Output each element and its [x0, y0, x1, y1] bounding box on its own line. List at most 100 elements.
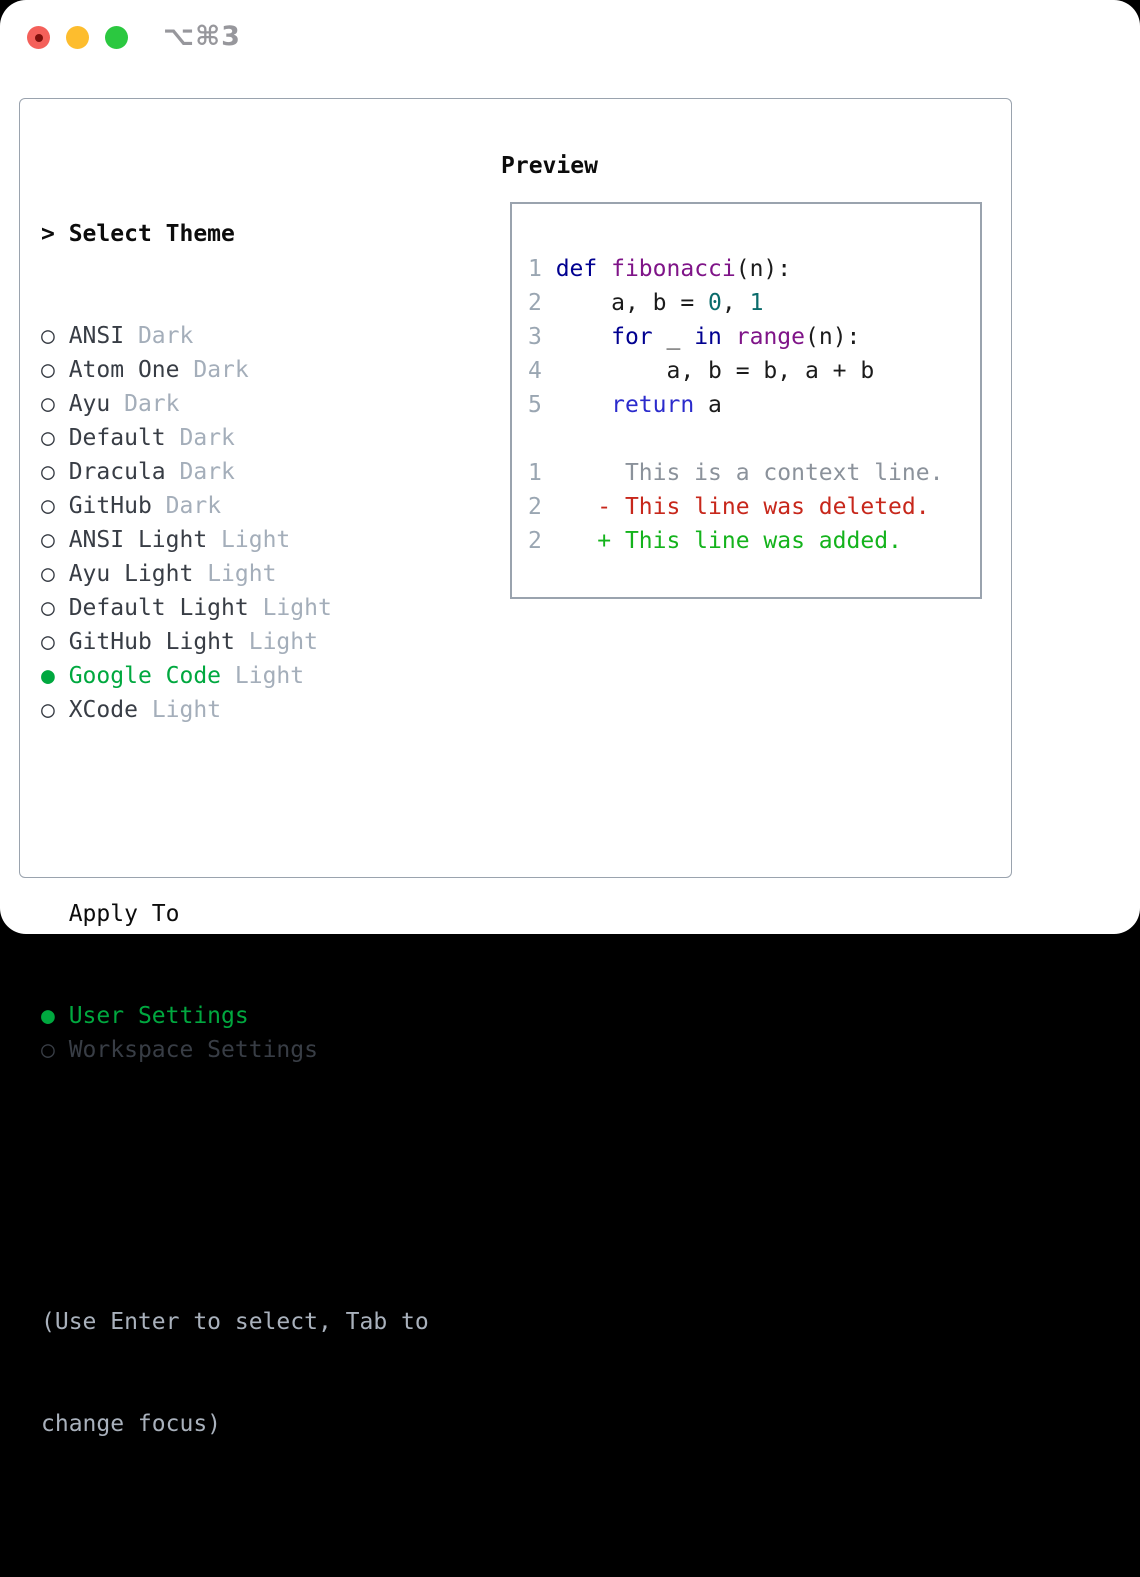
code-token: , [721, 290, 750, 316]
theme-variant-label: Dark [193, 357, 249, 383]
code-token: - This line was deleted. [597, 494, 930, 520]
radio-icon: ○ [41, 1037, 69, 1063]
radio-icon: ○ [41, 697, 69, 723]
theme-name: Atom One [68, 357, 180, 383]
code-token: a, b = [541, 290, 709, 316]
code-token: 0 [708, 290, 722, 316]
radio-icon: ○ [41, 357, 69, 383]
hint-text: (Use Enter to select, Tab to change focu… [41, 1237, 429, 1509]
app-window: ⌥⌘3 > Select Theme ○ ANSI Dark○ Atom One… [0, 0, 1140, 1437]
window-title: ⌥⌘3 [163, 21, 241, 52]
close-button[interactable] [27, 26, 50, 49]
theme-option-google-code[interactable]: ● Google Code Light [41, 659, 429, 693]
code-token: _ [652, 324, 695, 350]
code-token [722, 324, 736, 350]
radio-icon: ○ [41, 391, 69, 417]
line-number: 2 [528, 290, 542, 316]
radio-icon: ○ [41, 595, 69, 621]
theme-option-ayu[interactable]: ○ Ayu Dark [41, 387, 429, 421]
line-number: 1 [528, 460, 542, 486]
theme-name: Ayu [68, 391, 111, 417]
theme-option-github-light[interactable]: ○ GitHub Light Light [41, 625, 429, 659]
minimize-button[interactable] [66, 26, 89, 49]
theme-variant-label: Light [221, 527, 291, 553]
code-token: in [694, 324, 722, 350]
line-number: 3 [528, 324, 542, 350]
theme-name: Dracula [68, 459, 166, 485]
theme-option-ansi[interactable]: ○ ANSI Dark [41, 319, 429, 353]
apply-option-name: Workspace Settings [68, 1037, 318, 1063]
radio-icon: ○ [41, 561, 69, 587]
theme-variant-label: Dark [165, 493, 222, 519]
theme-list-column: > Select Theme ○ ANSI Dark○ Atom One Dar… [41, 149, 429, 1577]
radio-icon: ○ [41, 527, 69, 553]
theme-name: GitHub Light [68, 629, 235, 655]
line-number: 5 [528, 392, 542, 418]
prompt-icon: > [41, 221, 69, 247]
code-token [542, 392, 611, 418]
theme-option-default[interactable]: ○ Default Dark [41, 421, 429, 455]
code-token [542, 528, 597, 554]
line-number: 1 [528, 256, 556, 282]
titlebar: ⌥⌘3 [0, 0, 1140, 72]
theme-name: Google Code [68, 663, 222, 689]
theme-option-atom-one[interactable]: ○ Atom One Dark [41, 353, 429, 387]
theme-variant-label: Dark [179, 425, 235, 451]
select-theme-title: Select Theme [68, 221, 235, 247]
radio-icon: ○ [41, 493, 69, 519]
theme-option-github[interactable]: ○ GitHub Dark [41, 489, 429, 523]
theme-list: ○ ANSI Dark○ Atom One Dark○ Ayu Dark○ De… [41, 319, 429, 727]
code-token: a [694, 392, 722, 418]
theme-option-dracula[interactable]: ○ Dracula Dark [41, 455, 429, 489]
code-token: 1 [749, 290, 764, 316]
radio-selected-icon: ● [41, 1003, 69, 1029]
radio-icon: ○ [41, 459, 69, 485]
theme-variant-label: Light [234, 663, 305, 689]
apply-option-workspace-settings[interactable]: ○ Workspace Settings [41, 1033, 429, 1067]
theme-option-ayu-light[interactable]: ○ Ayu Light Light [41, 557, 429, 591]
apply-option-name: User Settings [68, 1003, 249, 1029]
code-token [542, 494, 597, 520]
code-line: 3 for _ in range(n): [528, 320, 943, 354]
apply-to-header: Apply To [68, 901, 180, 927]
zoom-button[interactable] [105, 26, 128, 49]
theme-name: Ayu Light [68, 561, 194, 587]
code-line: 1 This is a context line. [528, 456, 943, 490]
code-line: 4 a, b = b, a + b [528, 354, 943, 388]
code-line: 1 def fibonacci(n): [528, 252, 943, 286]
code-token [597, 256, 611, 282]
hint-line-1: (Use Enter to select, Tab to [41, 1309, 429, 1335]
theme-option-ansi-light[interactable]: ○ ANSI Light Light [41, 523, 429, 557]
theme-variant-label: Light [248, 629, 318, 655]
code-token: (n): [805, 324, 861, 350]
theme-name: Default Light [68, 595, 249, 621]
theme-name: ANSI [68, 323, 125, 349]
theme-option-xcode[interactable]: ○ XCode Light [41, 693, 429, 727]
theme-name: Default [68, 425, 166, 451]
code-token: fibonacci [611, 256, 736, 282]
theme-variant-label: Dark [124, 391, 180, 417]
code-token: return [611, 392, 695, 418]
theme-variant-label: Dark [137, 323, 194, 349]
theme-option-default-light[interactable]: ○ Default Light Light [41, 591, 429, 625]
theme-variant-label: Light [151, 697, 222, 723]
theme-name: XCode [68, 697, 138, 723]
code-token: a, b = b, a + b [541, 358, 875, 384]
code-line: 5 return a [528, 388, 943, 422]
code-token: def [555, 256, 598, 282]
theme-name: ANSI Light [68, 527, 208, 553]
code-token: (n): [735, 256, 792, 282]
theme-variant-label: Light [207, 561, 277, 587]
line-number: 2 [528, 528, 542, 554]
code-blank-line [528, 422, 943, 456]
theme-selector-panel: > Select Theme ○ ANSI Dark○ Atom One Dar… [19, 98, 1012, 1437]
code-token [542, 324, 611, 350]
radio-icon: ○ [41, 425, 69, 451]
code-token: + This line was added. [597, 528, 902, 554]
line-number: 4 [528, 358, 542, 384]
radio-icon: ○ [41, 323, 69, 349]
theme-variant-label: Dark [179, 459, 235, 485]
apply-option-user-settings[interactable]: ● User Settings [41, 999, 429, 1033]
